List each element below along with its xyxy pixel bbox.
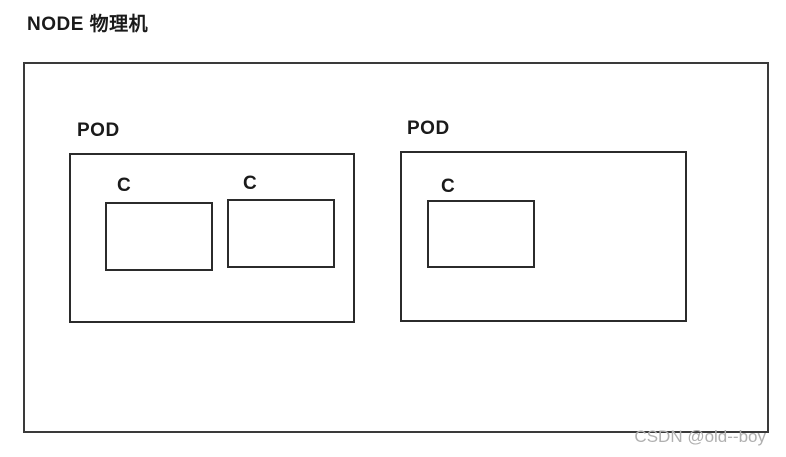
pod-1-box	[69, 153, 355, 323]
pod-1-container-1-box	[105, 202, 213, 271]
pod-2-container-1-label: C	[441, 176, 455, 197]
pod-2-container-1-box	[427, 200, 535, 268]
pod-1-container-2-box	[227, 199, 335, 268]
pod-1-container-1-label: C	[117, 175, 131, 196]
pod-2-box	[400, 151, 687, 322]
watermark: CSDN @old--boy	[634, 427, 766, 446]
node-title: NODE 物理机	[27, 14, 149, 35]
pod-1-container-2-label: C	[243, 173, 257, 194]
pod-1-label: POD	[77, 120, 120, 141]
pod-2-label: POD	[407, 118, 450, 139]
node-box	[23, 62, 769, 433]
